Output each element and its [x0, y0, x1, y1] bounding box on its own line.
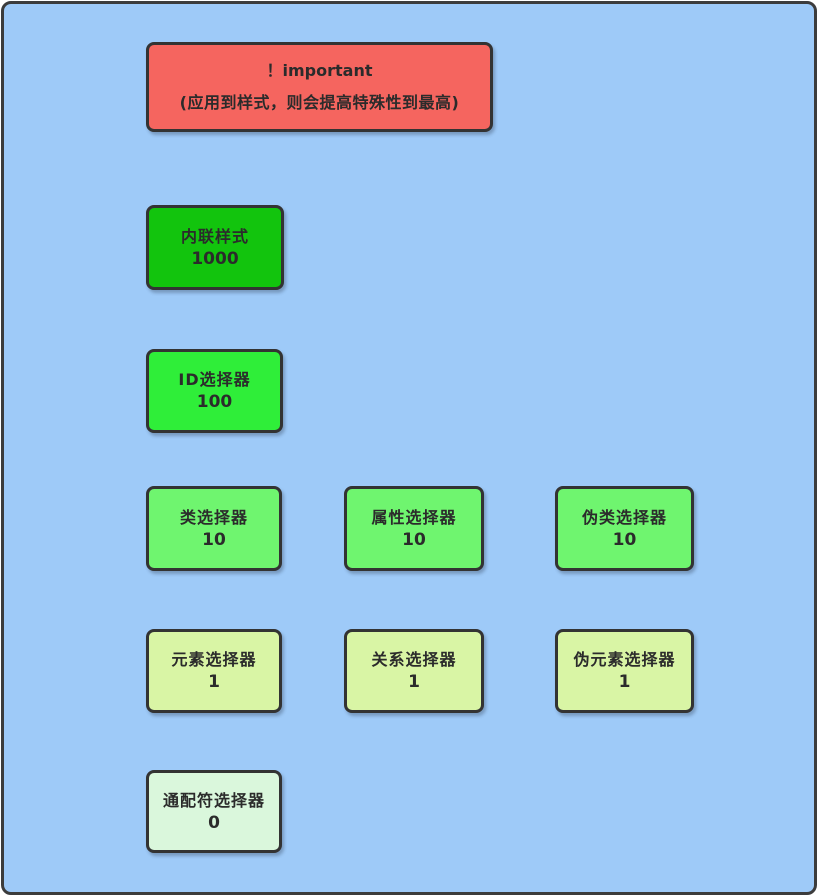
important-title: ！important: [266, 61, 373, 80]
box-inline-style: 内联样式 1000: [146, 205, 284, 290]
important-box: ！important (应用到样式，则会提高特殊性到最高): [146, 42, 493, 132]
box-value: 0: [208, 812, 220, 833]
box-value: 10: [402, 529, 426, 550]
box-value: 1: [618, 672, 631, 692]
important-note: (应用到样式，则会提高特殊性到最高): [179, 93, 460, 112]
box-label: 属性选择器: [371, 507, 457, 527]
box-label: 类选择器: [179, 507, 248, 527]
box-label: 元素选择器: [171, 650, 257, 669]
box-pseudo-class-selector: 伪类选择器 10: [555, 486, 694, 571]
box-relation-selector: 关系选择器 1: [344, 629, 484, 713]
box-value: 100: [196, 392, 233, 412]
box-label: 关系选择器: [371, 650, 457, 669]
box-label: ID选择器: [178, 370, 251, 389]
box-class-selector: 类选择器 10: [146, 486, 282, 571]
box-value: 1: [208, 672, 220, 692]
box-id-selector: ID选择器 100: [146, 349, 283, 433]
box-universal-selector: 通配符选择器 0: [146, 770, 282, 853]
box-value: 1000: [191, 248, 239, 269]
box-label: 通配符选择器: [162, 790, 265, 810]
box-label: 内联样式: [180, 226, 249, 246]
box-value: 10: [202, 529, 226, 550]
box-value: 10: [612, 529, 637, 550]
box-attribute-selector: 属性选择器 10: [344, 486, 484, 571]
box-pseudo-element-selector: 伪元素选择器 1: [555, 629, 694, 713]
box-label: 伪类选择器: [581, 507, 667, 527]
box-element-selector: 元素选择器 1: [146, 629, 282, 713]
box-label: 伪元素选择器: [573, 650, 676, 669]
box-value: 1: [408, 672, 420, 692]
